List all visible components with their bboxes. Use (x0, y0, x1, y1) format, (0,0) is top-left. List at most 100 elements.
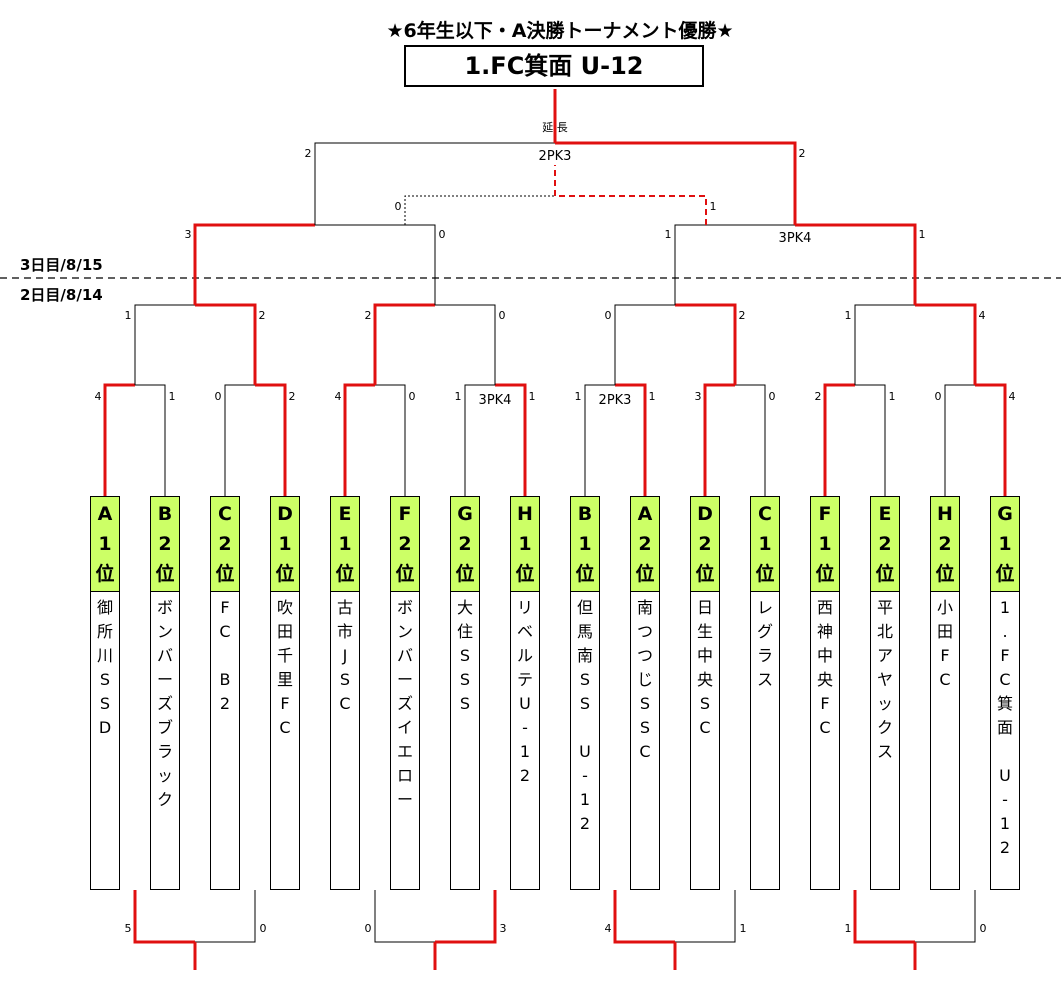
r1-left-line (464, 384, 495, 496)
team-name-char: 2 (219, 694, 231, 713)
r1-score-right: 1 (529, 390, 536, 403)
final-right-line (555, 141, 797, 225)
r1-score-right: 2 (289, 390, 296, 403)
team-name-char: つ (636, 646, 653, 665)
bottom-score-right: 3 (500, 922, 507, 935)
team-name-char: 馬 (576, 622, 593, 641)
bottom-score-left: 0 (365, 922, 372, 935)
day2-label: 2日目/8/14 (20, 286, 103, 304)
seed-char: E (878, 502, 892, 525)
team-name-char: 古 (336, 598, 353, 617)
page-title: ★6年生以下・A決勝トーナメント優勝★ (386, 20, 734, 42)
sf-left-line (193, 223, 315, 305)
team-name-char: ッ (876, 694, 893, 713)
bottom-right-line (675, 890, 736, 943)
team-name: ボンバーズブラック (150, 592, 180, 890)
seed-char: H (937, 502, 953, 525)
seed-char: 1 (818, 532, 832, 555)
team-name-char: 所 (96, 622, 113, 641)
team-name-char: C (819, 718, 831, 737)
seed-char: 2 (638, 532, 652, 555)
team-name-char: ロ (396, 766, 413, 785)
r1-left-line (823, 383, 855, 496)
team-name-char: ボ (396, 598, 413, 617)
r2-score-right: 2 (259, 309, 266, 322)
sf-left-line (674, 224, 795, 305)
bottom-right-line (435, 890, 497, 944)
team-name-char: S (639, 718, 651, 737)
team-name-char: 箕 (996, 694, 1013, 713)
bottom-right-line (195, 890, 256, 943)
r2-score-right: 0 (499, 309, 506, 322)
team-name-char: 1 (999, 598, 1011, 617)
seed-char: 2 (938, 532, 952, 555)
team-name-char: 吹 (276, 598, 293, 617)
team-name-char: C (939, 670, 951, 689)
seed-char: 1 (578, 532, 592, 555)
r1-score-right: 1 (649, 390, 656, 403)
r2-score-left: 0 (605, 309, 612, 322)
team-name-char: テ (516, 670, 533, 689)
team-name-char: F (820, 694, 830, 713)
team-name-char: ー (396, 670, 413, 689)
team-name-char: F (280, 694, 290, 713)
seed-char: A (637, 502, 653, 525)
team-name-char: 日 (696, 598, 713, 617)
team-name-char: S (459, 670, 471, 689)
seed-char: 位 (275, 562, 295, 585)
team-name: ボンバーズイエロー (390, 592, 420, 890)
team-name-char (582, 716, 587, 740)
team-name-char: ス (876, 742, 893, 761)
seed-char: 位 (155, 562, 175, 585)
r2-left-line (614, 304, 675, 385)
team-name-char: S (639, 694, 651, 713)
sf-score-left: 3 (185, 228, 192, 241)
seed-char: D (697, 502, 713, 525)
seed-char: 1 (518, 532, 532, 555)
day3-label: 3日目/8/15 (20, 256, 103, 274)
team-name-char: C (639, 742, 651, 761)
team-name: 平北アヤックス (870, 592, 900, 890)
r1-score-right: 4 (1009, 390, 1016, 403)
r2-left-line (373, 303, 435, 385)
seed-char: 位 (875, 562, 895, 585)
team-name-char: F (220, 598, 230, 617)
team-name-char: 面 (996, 718, 1013, 737)
team-name-char: 神 (816, 622, 833, 641)
team-name-char: C (699, 718, 711, 737)
bottom-score-left: 5 (125, 922, 132, 935)
bottom-right-line (915, 890, 976, 943)
seed-char: 2 (878, 532, 892, 555)
team-card: E 2 位平北アヤックス (870, 496, 900, 890)
bottom-score-left: 4 (605, 922, 612, 935)
team-name-char: 西 (816, 598, 833, 617)
team-name-char: リ (516, 598, 533, 617)
team-name-char: 千 (276, 646, 293, 665)
seed-char: 2 (218, 532, 232, 555)
team-name-char: S (339, 670, 351, 689)
team-name-char: ク (876, 718, 893, 737)
team-name-char: グ (756, 622, 773, 641)
seed-char: E (338, 502, 352, 525)
r1-score-left: 1 (575, 390, 582, 403)
r1-left-line (224, 384, 255, 496)
seed-char: 1 (98, 532, 112, 555)
team-name-char: 田 (276, 622, 293, 641)
team-name-char: S (699, 694, 711, 713)
third-left-line (404, 195, 555, 225)
r2-right-line (195, 303, 257, 385)
bottom-left-line (853, 890, 915, 944)
seed-char: 位 (515, 562, 535, 585)
r1-left-line (343, 383, 375, 496)
team-name-char: 央 (696, 670, 713, 689)
